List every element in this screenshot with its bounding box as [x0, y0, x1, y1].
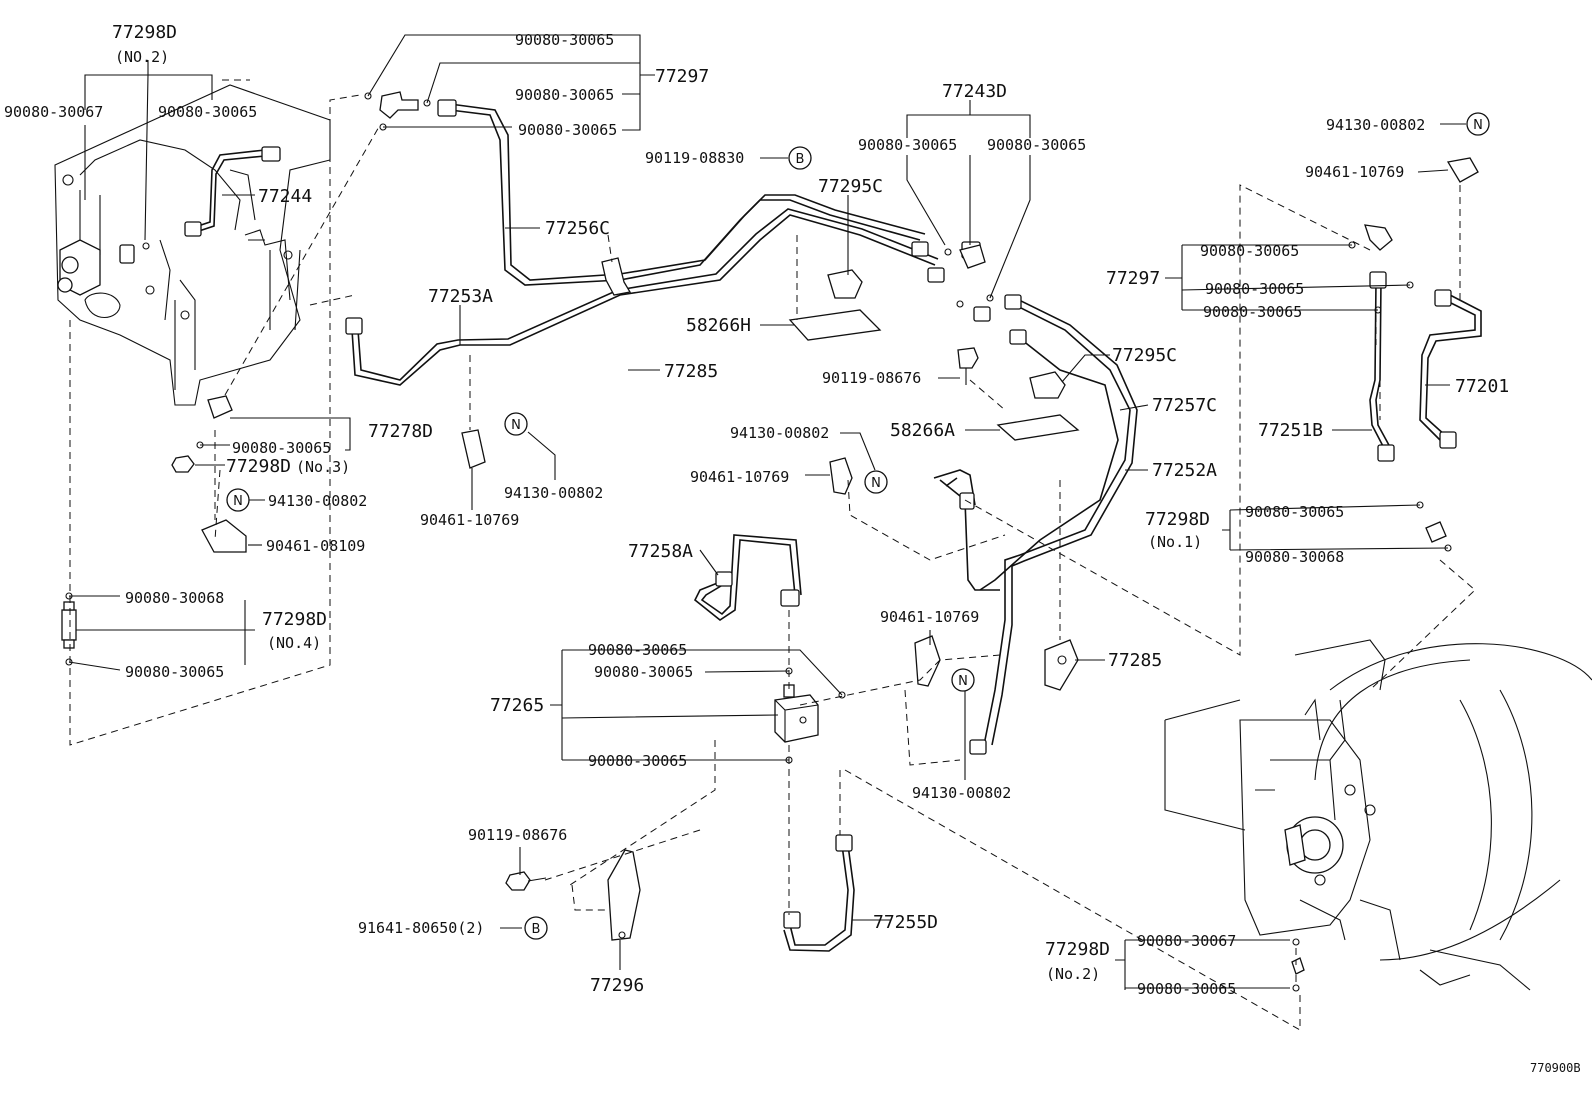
part-label: 90119-08676: [822, 369, 921, 387]
part-label: 77298D: [226, 456, 291, 477]
part-label: 77297: [655, 66, 709, 87]
part-label: 90080-30065: [232, 439, 331, 457]
part-label: 94130-00802: [504, 484, 603, 502]
part-label: 77295C: [818, 176, 883, 197]
circle-n-marker-4: N: [226, 488, 250, 512]
master-cylinder-assembly: [54, 84, 331, 406]
part-label: 90080-30065: [1203, 303, 1302, 321]
part-label: 90119-08830: [645, 149, 744, 167]
part-label: 77285: [664, 361, 718, 382]
part-label: 77296: [590, 975, 644, 996]
svg-text:B: B: [532, 922, 541, 937]
brake-booster-assembly: [1164, 639, 1592, 991]
part-labels: 77298D (NO.2) 90080-30067 90080-30065 77…: [4, 22, 1581, 1075]
part-label: 77201: [1455, 376, 1509, 397]
part-label: 94130-00802: [730, 424, 829, 442]
part-label: 77258A: [628, 541, 693, 562]
circle-n-marker-5: N: [951, 668, 975, 692]
svg-text:N: N: [958, 674, 968, 689]
part-label: 90080-30065: [588, 752, 687, 770]
svg-text:N: N: [1473, 118, 1483, 133]
part-label: 90080-30067: [4, 103, 103, 121]
brake-pipes: [191, 103, 1482, 952]
svg-text:N: N: [233, 494, 243, 509]
part-label: 90461-08109: [266, 537, 365, 555]
assembly-guide-lines: [69, 79, 1476, 1031]
part-label: 90080-30068: [125, 589, 224, 607]
circle-n-marker-3: N: [864, 470, 888, 494]
circle-n-marker-2: N: [504, 412, 528, 436]
part-label: 90080-30065: [594, 663, 693, 681]
part-label: 90461-10769: [880, 608, 979, 626]
fittings: [61, 91, 1479, 992]
part-label: (No.3): [296, 458, 350, 476]
part-label: 90080-30065: [1200, 242, 1299, 260]
part-label: 94130-00802: [268, 492, 367, 510]
part-label: 90080-30067: [1137, 932, 1236, 950]
circle-n-marker-1: N: [1466, 112, 1490, 136]
circle-b-marker-1: B: [788, 146, 812, 170]
part-label: 90080-30068: [1245, 548, 1344, 566]
part-label: 77256C: [545, 218, 610, 239]
part-label: 90080-30065: [1205, 280, 1304, 298]
part-label: 90080-30065: [987, 136, 1086, 154]
svg-text:B: B: [796, 152, 805, 167]
part-label: 58266A: [890, 420, 955, 441]
part-label: 77298D: [1145, 509, 1210, 530]
part-label: 77252A: [1152, 460, 1217, 481]
part-label: 90080-30065: [125, 663, 224, 681]
part-label: 90080-30065: [515, 86, 614, 104]
part-label: 77244: [258, 186, 312, 207]
svg-text:N: N: [511, 418, 521, 433]
part-label: 90080-30065: [518, 121, 617, 139]
part-label: 94130-00802: [912, 784, 1011, 802]
part-label: (NO.2): [115, 48, 169, 66]
diagram-id: 770900B: [1530, 1061, 1581, 1075]
part-label: 90461-10769: [420, 511, 519, 529]
part-label: 77285: [1108, 650, 1162, 671]
part-label: 77298D: [1045, 939, 1110, 960]
circle-b-marker-2: B: [524, 916, 548, 940]
circled-markers: B N N N N N B: [226, 112, 1490, 940]
part-label: 77265: [490, 695, 544, 716]
part-label: 90080-30065: [1137, 980, 1236, 998]
part-label: 58266H: [686, 315, 751, 336]
part-label: (NO.4): [267, 634, 321, 652]
part-label: (No.1): [1148, 533, 1202, 551]
part-label: 77251B: [1258, 420, 1323, 441]
part-label: 77297: [1106, 268, 1160, 289]
part-label: 91641-80650(2): [358, 919, 484, 937]
svg-text:N: N: [871, 476, 881, 491]
part-label: 94130-00802: [1326, 116, 1425, 134]
part-label: 77255D: [873, 912, 938, 933]
part-label: 77298D: [112, 22, 177, 43]
part-label: 90461-10769: [690, 468, 789, 486]
part-label: 90461-10769: [1305, 163, 1404, 181]
part-label: 90080-30065: [158, 103, 257, 121]
part-label: 77278D: [368, 421, 433, 442]
part-label: 90119-08676: [468, 826, 567, 844]
part-label: 90080-30065: [515, 31, 614, 49]
part-label: 77257C: [1152, 395, 1217, 416]
part-label: 90080-30065: [588, 641, 687, 659]
part-label: 77253A: [428, 286, 493, 307]
part-label: 90080-30065: [1245, 503, 1344, 521]
leader-lines: [68, 34, 1466, 990]
part-label: (No.2): [1046, 965, 1100, 983]
part-label: 77298D: [262, 609, 327, 630]
part-label: 77243D: [942, 81, 1007, 102]
part-label: 90080-30065: [858, 136, 957, 154]
part-label: 77295C: [1112, 345, 1177, 366]
